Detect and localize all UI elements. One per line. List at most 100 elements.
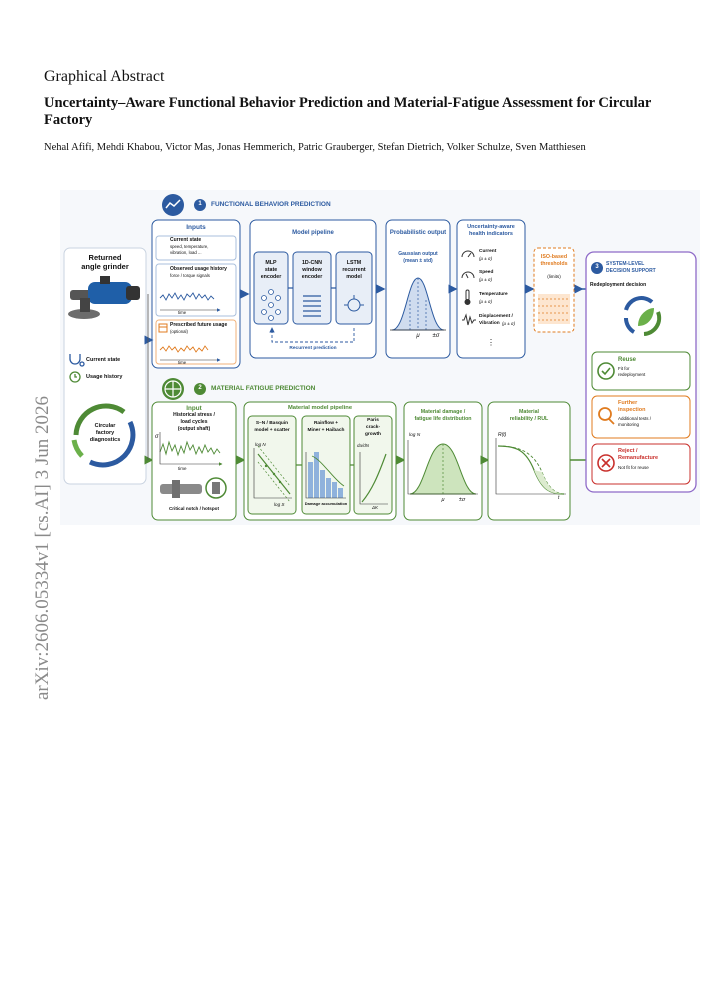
cycle-label-3: diagnostics <box>89 437 121 443</box>
sds-number: 3 <box>595 264 599 270</box>
fbp-heading: FUNCTIONAL BEHAVIOR PREDICTION <box>211 201 331 208</box>
mfp-input-title: Input <box>186 405 202 412</box>
fbp-prescribed-desc: (optional) <box>170 329 188 334</box>
gaussian-label-1: Gaussian output <box>398 251 438 257</box>
paris-label-1: Paris <box>367 418 379 423</box>
damage-title-1: Material damage / <box>420 409 466 415</box>
mfp-time-label: time <box>178 466 187 471</box>
indicator-current: Current <box>479 249 497 254</box>
lstm-label-3: model <box>346 274 362 280</box>
reuse-desc-1: Fit for <box>618 366 630 371</box>
cnn-label-2: window <box>302 267 322 273</box>
sds-heading-2: DECISION SUPPORT <box>606 268 656 274</box>
damage-sigma: ±σ <box>458 497 466 503</box>
fbp-header-icon <box>162 194 184 216</box>
mfp-input-3: (output shaft) <box>177 426 211 432</box>
sn-label-1: S–N / Basquin <box>255 421 289 426</box>
indicator-current-sub: (μ ± σ) <box>479 256 493 261</box>
model-pipeline-title: Model pipeline <box>292 230 334 236</box>
further-title-2: inspection <box>618 407 646 413</box>
left-usage-history: Usage history <box>86 374 123 380</box>
lstm-label-2: recurrent <box>342 267 366 273</box>
sn-axis-y: log N <box>255 442 266 447</box>
observed-signal <box>159 292 215 301</box>
calendar-icon <box>158 323 168 333</box>
sn-curve-plot <box>253 445 292 503</box>
left-title-1: Returned <box>88 253 122 262</box>
damage-accumulation-label: Damage accumulation <box>304 501 348 506</box>
iso-label-3: (limits) <box>547 274 561 279</box>
lstm-cell-icon <box>344 295 364 312</box>
neural-net-icon <box>261 289 281 321</box>
sds-number-badge <box>591 262 603 274</box>
indicator-temperature-sub: (μ ± σ) <box>479 299 493 304</box>
fbp-current-desc-2: vibration, load ... <box>170 250 202 255</box>
clock-icon <box>69 371 81 383</box>
recycle-icon <box>623 296 662 336</box>
sds-heading-1: SYSTEM-LEVEL <box>606 261 645 267</box>
paris-label-2: crack- <box>365 425 381 430</box>
check-circle-icon <box>597 362 615 380</box>
notch-label: Critical notch / hotspot <box>168 506 220 511</box>
fbp-observed: Observed usage history <box>170 266 227 272</box>
fbp-current-state: Current state <box>170 237 202 243</box>
indicator-more: ⋮ <box>487 338 495 347</box>
indicator-displacement: Displacement / <box>479 314 513 319</box>
reject-title-1: Reject / <box>618 448 638 454</box>
reject-circle-icon <box>597 454 615 472</box>
paris-label-3: growth <box>365 432 381 437</box>
thermometer-icon <box>464 289 471 305</box>
mfp-input-2: load cycles <box>180 419 208 425</box>
damage-mu: μ <box>441 497 445 503</box>
arxiv-id: arXiv:2606.05334v1 [cs.AI] 3 Jun 2026 <box>32 396 53 700</box>
damage-axis-y: log N <box>409 433 421 438</box>
section-label: Graphical Abstract <box>44 68 165 85</box>
speedometer-icon <box>461 271 475 279</box>
stress-sigma-label: σ <box>155 434 159 440</box>
gauge-icon <box>461 250 475 258</box>
reliability-axis-y: R(t) <box>498 432 507 438</box>
mfp-number-badge <box>194 383 206 395</box>
mfp-heading: MATERIAL FATIGUE PREDICTION <box>211 385 316 392</box>
cycle-label-1: Circular <box>94 423 116 429</box>
fbp-time-2: time <box>178 360 187 365</box>
further-desc-1: Additional tests / <box>618 416 652 421</box>
fbp-observed-desc: force / torque signals <box>170 273 210 278</box>
graphical-abstract-figure: Returned angle grinder Current state Usa… <box>60 190 700 525</box>
cnn-label-3: encoder <box>301 274 323 280</box>
leaf-icon <box>638 308 654 326</box>
further-title-1: Further <box>618 400 638 406</box>
fbp-number-badge <box>194 199 206 211</box>
reuse-title: Reuse <box>618 357 637 363</box>
prescribed-signal <box>159 345 209 353</box>
indicator-temperature: Temperature <box>479 292 508 297</box>
paris-axis-x: ΔK <box>372 505 379 510</box>
cnn-label-1: 1D-CNN <box>301 260 322 266</box>
gaussian-mu: μ <box>416 333 420 339</box>
mlp-label-1: MLP <box>265 260 277 266</box>
cycle-label-2: factory <box>95 430 115 436</box>
iso-label-1: ISO-based <box>540 254 568 260</box>
lstm-label-1: LSTM <box>346 260 362 266</box>
reject-title-2: Remanufacture <box>618 455 659 461</box>
angle-grinder-image <box>68 276 140 319</box>
circular-cycle-icon <box>71 403 136 468</box>
left-title-2: angle grinder <box>81 262 129 271</box>
mfp-input-1: Historical stress / <box>173 412 215 418</box>
stress-signal <box>159 440 221 457</box>
mlp-label-3: encoder <box>260 274 282 280</box>
rainflow-label-2: Miner + Haibach <box>307 428 345 433</box>
damage-title-2: fatigue life distribution <box>414 416 472 422</box>
indicator-vibration: Vibration <box>479 321 500 326</box>
fbp-current-desc-1: speed, temperature, <box>170 244 209 249</box>
reuse-desc-2: redeployment <box>618 372 646 377</box>
material-pipeline-title: Material model pipeline <box>287 405 353 411</box>
indicator-vibration-sub: (μ ± σ) <box>502 321 516 326</box>
gaussian-label-2: (mean ± std) <box>403 258 433 264</box>
sn-axis-x: log S <box>274 502 285 507</box>
author-list: Nehal Afifi, Mehdi Khabou, Victor Mas, J… <box>44 142 586 153</box>
probabilistic-output-title: Probabilistic output <box>389 230 447 236</box>
mlp-label-2: state <box>264 267 278 273</box>
fbp-inputs-title: Inputs <box>186 224 206 231</box>
rainflow-label-1: Rainflow + <box>313 421 339 426</box>
